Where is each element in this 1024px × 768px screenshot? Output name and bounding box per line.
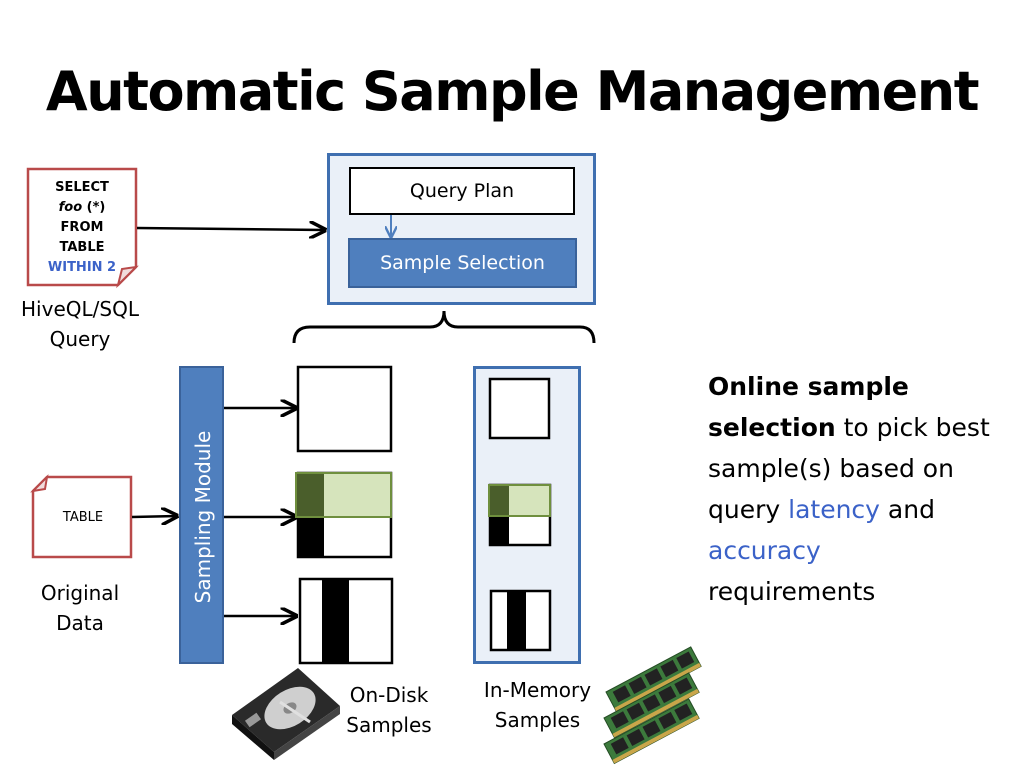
- description-bold: Online sample selection: [708, 372, 909, 442]
- memory-sample-1: [488, 377, 551, 440]
- query-caption: HiveQL/SQL Query: [21, 297, 139, 351]
- disk-sample-2: [295, 471, 393, 559]
- accuracy-text: accuracy: [708, 536, 821, 565]
- description-text: Online sample selection to pick best sam…: [708, 366, 1008, 612]
- query-line-from: FROM: [60, 220, 104, 235]
- table-caption: Original Data: [40, 581, 120, 635]
- sample-selection-box: Sample Selection: [348, 238, 577, 288]
- query-line-table: TABLE: [59, 240, 105, 255]
- query-plan-box: Query Plan: [349, 167, 575, 215]
- sampling-module-bar: Sampling Module: [179, 366, 224, 664]
- table-arrow: [131, 516, 177, 517]
- query-text: SELECT foo (*) FROM TABLE WITHIN 2: [30, 178, 134, 278]
- latency-text: latency: [788, 495, 880, 524]
- on-disk-caption: On-Disk Samples: [346, 683, 432, 737]
- disk-sample-3: [298, 577, 394, 665]
- ram-module-icon: [603, 646, 702, 765]
- query-line-foo: foo (*): [58, 200, 106, 215]
- disk-sample-1: [296, 365, 393, 453]
- memory-sample-3: [489, 589, 552, 652]
- description-and: and: [879, 495, 935, 524]
- in-memory-caption: In-Memory Samples: [483, 678, 592, 732]
- requirements-text: requirements: [708, 577, 876, 606]
- query-document-icon: [26, 167, 139, 289]
- table-document-icon: [30, 474, 133, 559]
- query-line-within: WITHIN 2: [47, 260, 117, 275]
- query-arrow: [136, 228, 325, 230]
- hard-drive-icon: [232, 668, 340, 760]
- table-label: TABLE: [62, 510, 104, 525]
- selection-brace: [292, 310, 596, 344]
- slide-title: Automatic Sample Management: [45, 60, 980, 123]
- query-line-select: SELECT: [55, 180, 109, 195]
- memory-sample-2: [488, 483, 552, 547]
- description-part2: to pick best sample(s) based on query: [708, 413, 990, 524]
